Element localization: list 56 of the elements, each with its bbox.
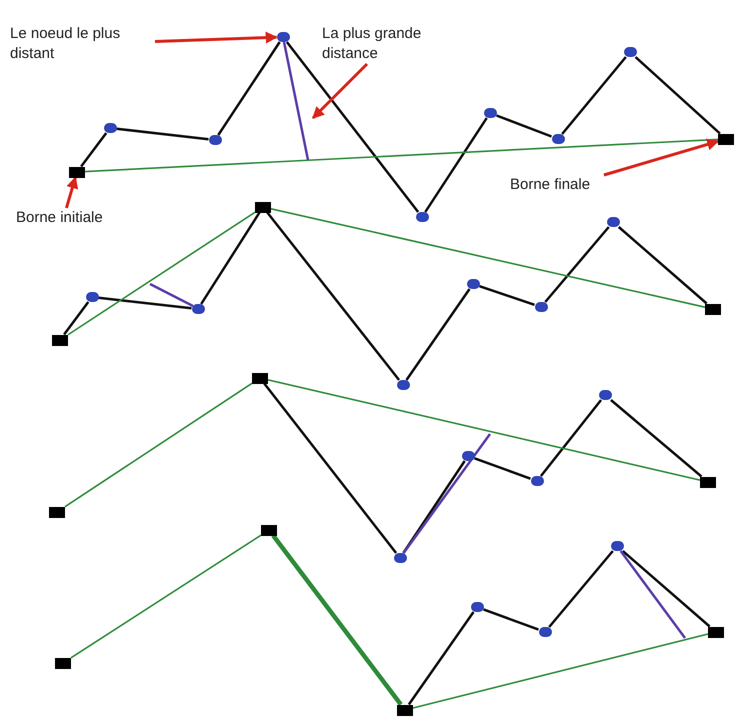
leader-arrow bbox=[312, 62, 368, 120]
polyline-segment bbox=[479, 285, 535, 306]
endpoint-square bbox=[69, 166, 85, 178]
endpoint-square bbox=[252, 372, 268, 384]
polyline-segment bbox=[70, 534, 262, 658]
polyline-segment bbox=[424, 117, 488, 213]
polyline-segment bbox=[63, 301, 90, 336]
polyline-segment bbox=[408, 611, 475, 706]
endpoint-square bbox=[718, 134, 734, 144]
endpoint-square bbox=[705, 304, 721, 314]
endpoint-square bbox=[708, 626, 724, 638]
polyline-segment bbox=[622, 550, 710, 628]
endpoint-square bbox=[397, 704, 413, 716]
polyline-segment bbox=[80, 132, 108, 168]
distance-line bbox=[402, 433, 492, 554]
endpoint-square bbox=[700, 476, 716, 488]
polyline-segment bbox=[84, 138, 718, 172]
polyline-segment bbox=[266, 212, 400, 381]
polyline-segment bbox=[483, 608, 539, 631]
polyline-segment bbox=[64, 382, 252, 508]
polyline-segment bbox=[217, 41, 281, 136]
polyline-segment bbox=[474, 457, 531, 480]
endpoint-square bbox=[55, 658, 71, 668]
endpoint-square bbox=[49, 506, 65, 518]
polyline-segment bbox=[402, 460, 466, 554]
callout-label: Borne finale bbox=[510, 175, 592, 195]
polyline-segment bbox=[286, 41, 420, 213]
polyline-segment bbox=[561, 56, 627, 135]
polyline-segment bbox=[200, 212, 261, 305]
distance-line bbox=[282, 42, 310, 160]
leader-arrow bbox=[154, 32, 278, 44]
endpoint-square bbox=[52, 334, 68, 346]
polyline-segment bbox=[68, 212, 256, 336]
endpoint-square bbox=[261, 524, 277, 536]
polyline-segment bbox=[544, 226, 610, 303]
callout-label: Le noeud le plus distant bbox=[10, 24, 122, 64]
callout-label: La plus grande distance bbox=[322, 24, 422, 64]
endpoint-square bbox=[255, 202, 271, 212]
polyline-segment bbox=[268, 379, 700, 481]
polyline-segment bbox=[270, 208, 706, 308]
polyline-segment bbox=[548, 550, 614, 628]
polyline-segment bbox=[610, 399, 702, 478]
polyline-segment bbox=[540, 399, 602, 477]
polyline-segment bbox=[634, 56, 721, 134]
distance-line bbox=[620, 550, 686, 639]
polyline-segment bbox=[618, 226, 708, 304]
polyline-segment bbox=[405, 288, 471, 381]
leader-arrow bbox=[65, 176, 78, 208]
polyline-segment bbox=[271, 534, 403, 706]
polyline-segment bbox=[98, 296, 192, 310]
leader-arrow bbox=[604, 138, 720, 176]
polyline-segment bbox=[116, 128, 209, 140]
callout-label: Borne initiale bbox=[16, 208, 104, 228]
polyline-segment bbox=[263, 382, 398, 554]
polyline-segment bbox=[412, 633, 708, 709]
polyline-segment bbox=[496, 114, 552, 138]
